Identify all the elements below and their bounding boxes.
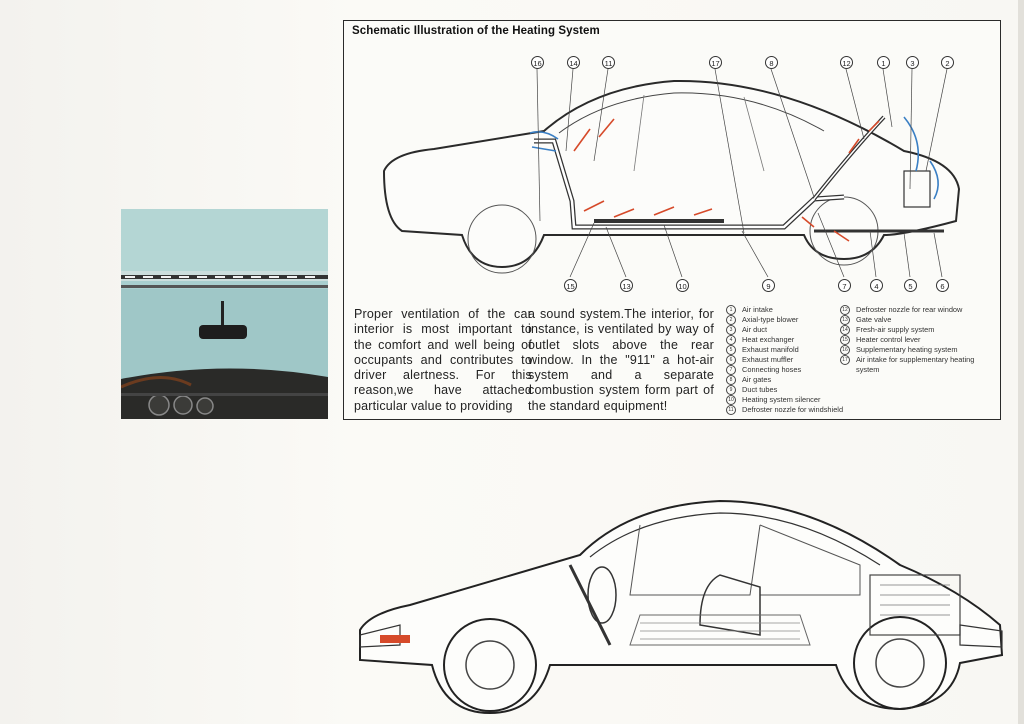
callout-5: 5 — [904, 279, 917, 292]
schematic-title: Schematic Illustration of the Heating Sy… — [352, 25, 600, 37]
heating-schematic-panel: Schematic Illustration of the Heating Sy… — [343, 20, 1001, 420]
callout-14: 14 — [567, 56, 580, 69]
callout-2: 2 — [941, 56, 954, 69]
callout-9: 9 — [762, 279, 775, 292]
callout-15: 15 — [564, 279, 577, 292]
callout-4: 4 — [870, 279, 883, 292]
callout-8: 8 — [765, 56, 778, 69]
callout-12: 12 — [840, 56, 853, 69]
callout-7: 7 — [838, 279, 851, 292]
callout-10: 10 — [676, 279, 689, 292]
page-gutter — [1018, 0, 1024, 724]
callout-1: 1 — [877, 56, 890, 69]
callout-6: 6 — [936, 279, 949, 292]
callout-3: 3 — [906, 56, 919, 69]
callout-13: 13 — [620, 279, 633, 292]
callout-16: 16 — [531, 56, 544, 69]
intro-text-column-2: a sound system.The interior, for instanc… — [528, 307, 714, 413]
callout-11: 11 — [602, 56, 615, 69]
callout-17: 17 — [709, 56, 722, 69]
heating-schematic-drawing — [382, 68, 961, 278]
cutaway-car-illustration — [359, 499, 1004, 715]
dashboard-photo — [121, 209, 328, 419]
intro-text-column-1: Proper ventilation of the car interior i… — [354, 307, 532, 413]
